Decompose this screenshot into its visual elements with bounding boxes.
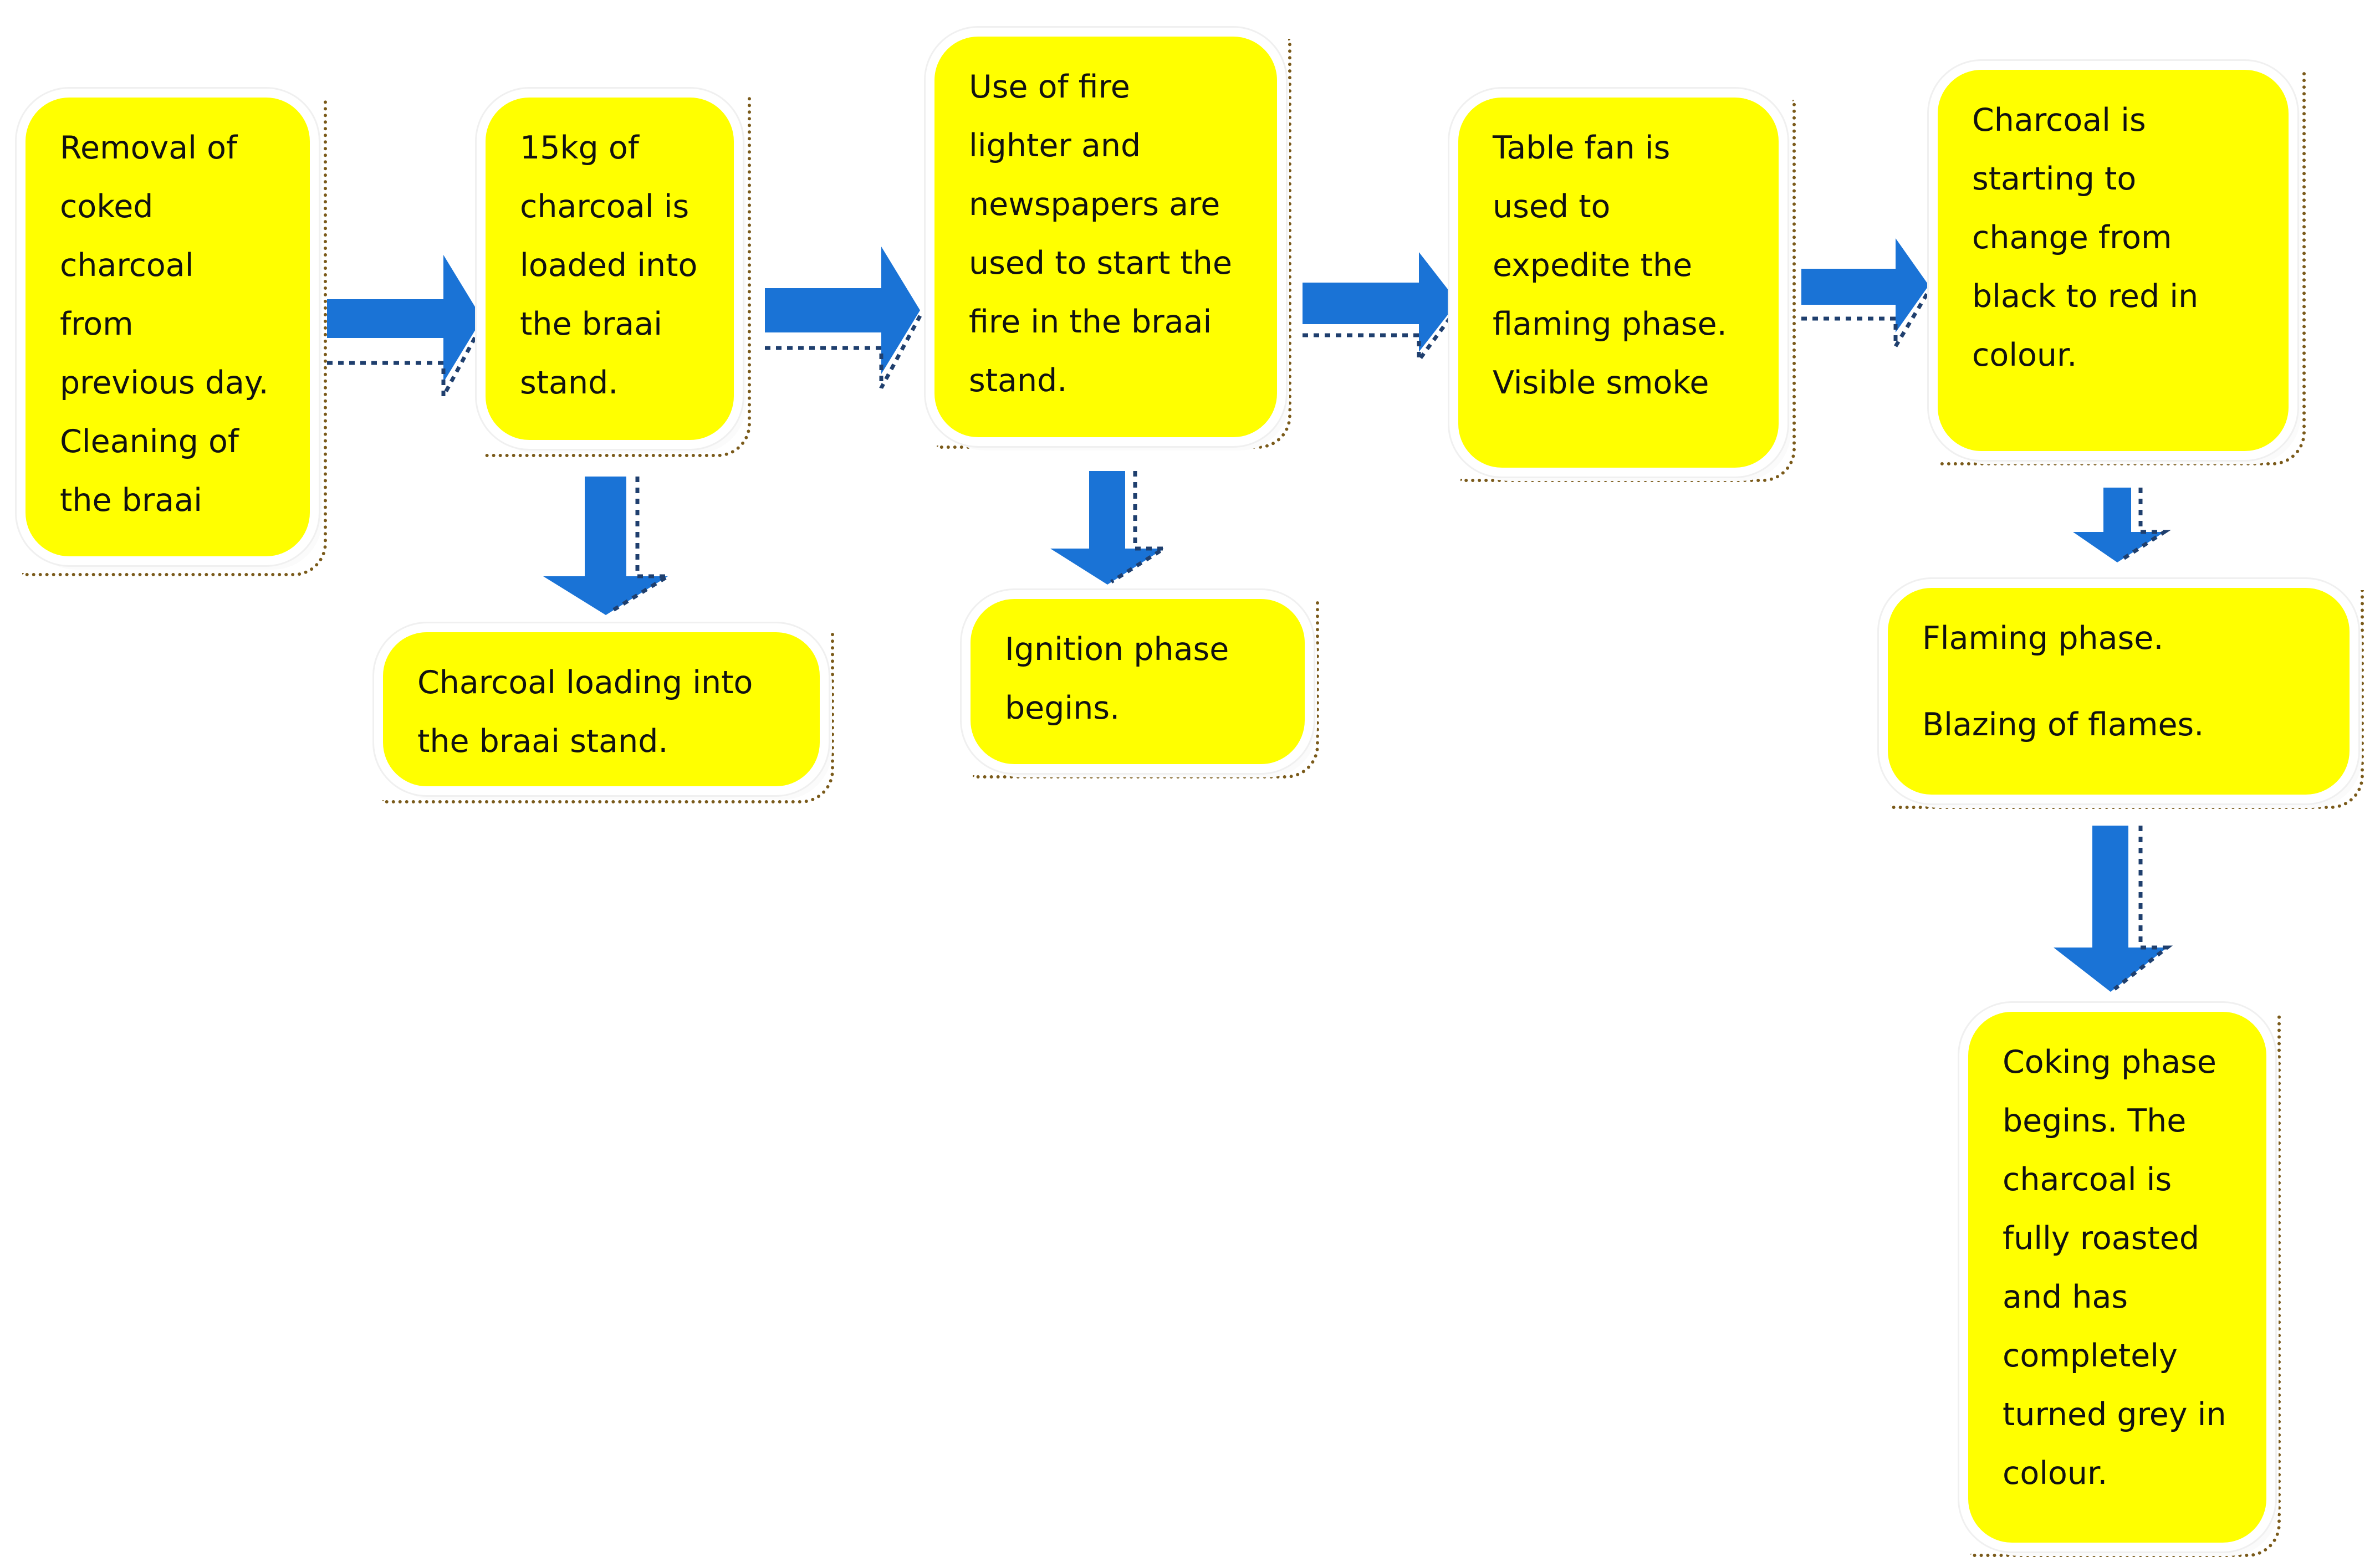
node-fire-start-line: used to start the [969,245,1232,281]
node-loading-note: Charcoal loading into the braai stand. [374,623,829,795]
node-removal-line: Cleaning of [60,423,239,460]
node-charcoal-change-line: colour. [1972,337,2077,373]
node-coking-line: fully roasted [2003,1220,2199,1257]
node-removal-line: from [60,306,134,342]
node-flaming-line: Blazing of flames. [1922,706,2204,743]
node-removal-line: charcoal [60,247,194,284]
arrow-flaming-to-coking [2054,826,2173,992]
node-charcoal-change-line: Charcoal is [1972,102,2146,139]
node-coking-line: begins. The [2003,1103,2187,1139]
node-removal-line: Removal of [60,130,238,166]
node-charcoal-change: Charcoal is starting to change from blac… [1929,61,2297,460]
node-loading-line: stand. [520,365,619,401]
node-charcoal-change-line: starting to [1972,161,2137,197]
node-coking: Coking phase begins. The charcoal is ful… [1959,1003,2275,1551]
node-table-fan-line: expedite the [1493,247,1693,284]
node-coking-line: Coking phase [2003,1044,2216,1080]
node-fire-start-line: Use of fire [969,69,1130,105]
node-flaming: Flaming phase. Blazing of flames. [1879,579,2358,803]
node-coking-line: colour. [2003,1455,2108,1492]
node-table-fan: Table fan is used to expedite the flamin… [1449,89,1787,477]
node-fire-start: Use of fire lighter and newspapers are u… [926,28,1286,446]
node-charcoal-change-line: black to red in [1972,278,2199,315]
node-table-fan-line: flaming phase. [1493,306,1727,342]
node-removal-line: the braai [60,482,202,519]
arrow-loading-to-loading-note [543,477,675,615]
arrow-fire-start-to-table-fan [1303,252,1459,366]
node-ignition-line: begins. [1005,690,1120,726]
node-coking-line: completely [2003,1338,2178,1374]
node-flaming-gap [1922,668,2333,695]
node-fire-start-line: newspapers are [969,186,1220,223]
node-table-fan-line: Visible smoke [1493,365,1709,401]
node-coking-line: and has [2003,1279,2128,1315]
arrow-fire-start-to-ignition [1050,471,1171,585]
node-loading-line: charcoal is [520,188,690,225]
node-coking-line: charcoal is [2003,1161,2172,1198]
node-removal-line: coked [60,188,154,225]
arrow-removal-to-loading [327,255,484,397]
node-loading-line: loaded into [520,247,698,284]
node-loading-line: 15kg of [520,130,639,166]
node-coking-line: turned grey in [2003,1396,2226,1433]
arrow-charcoal-change-to-flaming [2073,488,2171,562]
node-loading-note-line: Charcoal loading into [417,664,753,701]
node-table-fan-line: used to [1493,188,1611,225]
node-flaming-line: Flaming phase. [1922,620,2164,657]
arrow-table-fan-to-charcoal-change [1801,238,1931,354]
node-loading: 15kg of charcoal is loaded into the braa… [477,89,743,449]
node-removal-line: previous day. [60,365,269,401]
node-charcoal-change-line: change from [1972,219,2172,256]
node-ignition: Ignition phase begins. [962,590,1314,773]
node-removal: Removal of coked charcoal from previous … [17,89,319,565]
node-ignition-line: Ignition phase [1005,631,1229,668]
node-table-fan-line: Table fan is [1493,130,1671,166]
node-fire-start-line: fire in the braai [969,304,1212,340]
node-fire-start-line: stand. [969,362,1068,399]
node-loading-line: the braai [520,306,662,342]
node-loading-note-line: the braai stand. [417,723,668,760]
arrow-loading-to-fire-start [765,247,922,389]
node-fire-start-line: lighter and [969,127,1141,164]
